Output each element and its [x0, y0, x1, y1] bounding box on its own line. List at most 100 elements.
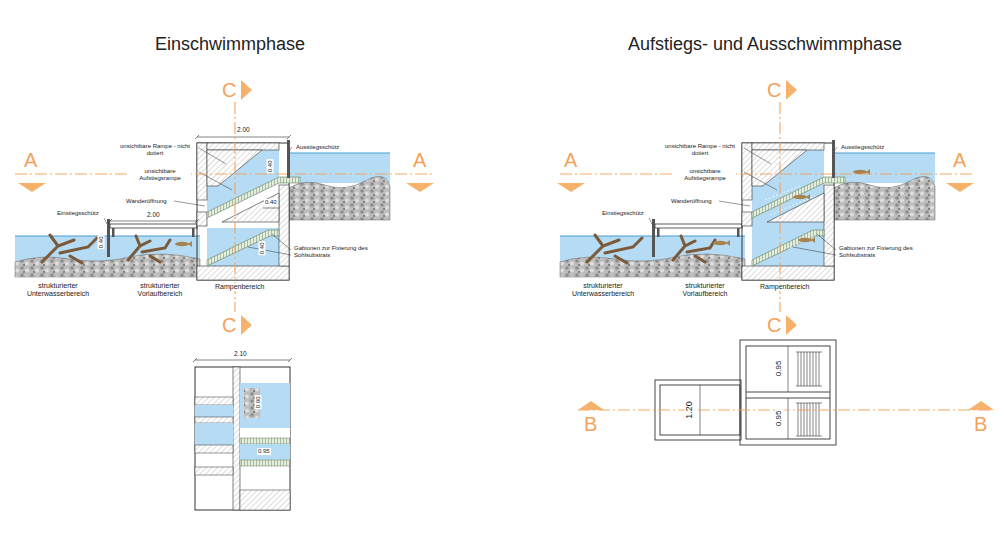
dimension-line — [108, 135, 788, 457]
fish-symbol — [713, 240, 730, 246]
annotation: Gabionen zur Fixierung des Sohlsubstrats — [838, 245, 918, 258]
cross-section — [240, 383, 290, 428]
cross-section — [195, 467, 233, 475]
fish-symbol — [175, 169, 870, 247]
zone-label: strukturierter Unterwasserbereich — [17, 282, 99, 297]
dimension-line — [287, 135, 291, 139]
plan-view — [796, 403, 822, 436]
annotation: unsichtbare Aufstiegsrampe — [674, 168, 736, 181]
section-marker: C — [767, 79, 781, 101]
section-line — [779, 102, 780, 312]
cross-section — [195, 397, 233, 405]
plan-view — [746, 392, 830, 393]
section-arrow — [241, 315, 252, 335]
dimension-line — [788, 398, 789, 439]
section-arrow — [18, 80, 994, 410]
fish-symbol — [793, 194, 810, 200]
zone-label: strukturierter Unterwasserbereich — [562, 282, 644, 297]
section-line — [560, 173, 975, 174]
dimension-line — [195, 219, 199, 223]
section-arrow — [406, 183, 434, 192]
plan-view — [746, 398, 830, 399]
dimension-line — [288, 358, 292, 362]
section-marker: B — [584, 413, 597, 435]
annotation: Einstiegsschütz — [601, 210, 645, 217]
dimension-line — [263, 208, 279, 209]
section-marker: C — [222, 79, 236, 101]
annotation: unsichtbare Rampe - nicht dotiert — [660, 143, 740, 156]
cross-section — [195, 367, 290, 510]
cross-section — [240, 460, 290, 466]
dimension: 0.90 — [255, 395, 262, 409]
dimension-line — [193, 358, 197, 362]
section-marker: A — [953, 149, 966, 171]
panel-title: Einschwimmphase — [155, 35, 305, 55]
annotation: unsichtbare Aufstiegsrampe — [129, 168, 191, 181]
zone-label: Rampenbereich — [214, 283, 265, 291]
dimension: 0.95 — [775, 360, 784, 378]
plan-view — [746, 346, 830, 439]
section-marker: B — [974, 413, 987, 435]
dimension: 2.00 — [236, 126, 251, 133]
annotation: Wanderöffnung — [670, 198, 713, 205]
dimension: 0.95 — [257, 448, 271, 455]
section-arrow — [786, 315, 797, 335]
annotation: Ausstiegsschütz — [295, 144, 340, 151]
section-marker: C — [222, 314, 236, 336]
section-marker: A — [413, 149, 426, 171]
fish-symbol — [175, 241, 192, 247]
dimension-line — [197, 137, 289, 138]
cross-section — [195, 367, 290, 510]
dimension: 0.40 — [259, 241, 266, 255]
section-arrow — [241, 80, 252, 100]
plan-view — [796, 352, 822, 436]
section-arrow — [578, 401, 604, 410]
cross-section — [240, 428, 290, 438]
cross-section — [240, 490, 290, 510]
dimension: 2.00 — [146, 211, 161, 218]
bubbles — [760, 166, 770, 172]
bubbles — [760, 166, 815, 248]
dimension: 0.40 — [267, 159, 274, 173]
annotation: Gabionen zur Fixierung des Sohlsubstrats — [293, 245, 373, 258]
section-line — [234, 102, 235, 312]
dimension: 0.95 — [775, 410, 784, 428]
cross-section — [240, 438, 290, 444]
cross-section — [195, 423, 233, 445]
annotation: Ausstiegsschütz — [840, 144, 885, 151]
annotation: unsichtbare Rampe - nicht dotiert — [115, 143, 195, 156]
dimension-line — [195, 360, 290, 361]
annotation: Wanderöffnung — [125, 198, 168, 205]
zone-label: Rampenbereich — [759, 283, 810, 291]
section-line — [15, 173, 432, 174]
cross-section — [233, 367, 240, 510]
section-line — [578, 409, 992, 410]
section-line — [15, 102, 992, 410]
plan-view — [740, 340, 836, 445]
dimension: 1.20 — [685, 400, 695, 420]
annotation: Einstiegsschütz — [56, 210, 100, 217]
dimension-line — [788, 346, 789, 392]
section-arrow — [786, 80, 797, 100]
section-arrow — [946, 183, 974, 192]
bubbles — [790, 236, 815, 248]
fishpass-section — [15, 140, 390, 280]
section-arrow — [968, 401, 994, 410]
plan-view — [655, 340, 836, 445]
panel-title: Aufstiegs- und Ausschwimmphase — [628, 35, 902, 55]
dimension-line — [195, 135, 199, 139]
cross-section — [240, 444, 290, 460]
section-marker: C — [767, 314, 781, 336]
dimension: 2.10 — [233, 350, 248, 357]
section-arrow — [18, 183, 46, 192]
section-marker: A — [564, 149, 577, 171]
dimension: 0.40 — [98, 235, 105, 249]
fishpass-section — [560, 140, 935, 280]
dimension: 0.40 — [264, 199, 278, 206]
bubbles — [770, 196, 815, 215]
zone-label: strukturierter Vorlaufbereich — [669, 282, 741, 297]
section-marker: A — [24, 149, 37, 171]
